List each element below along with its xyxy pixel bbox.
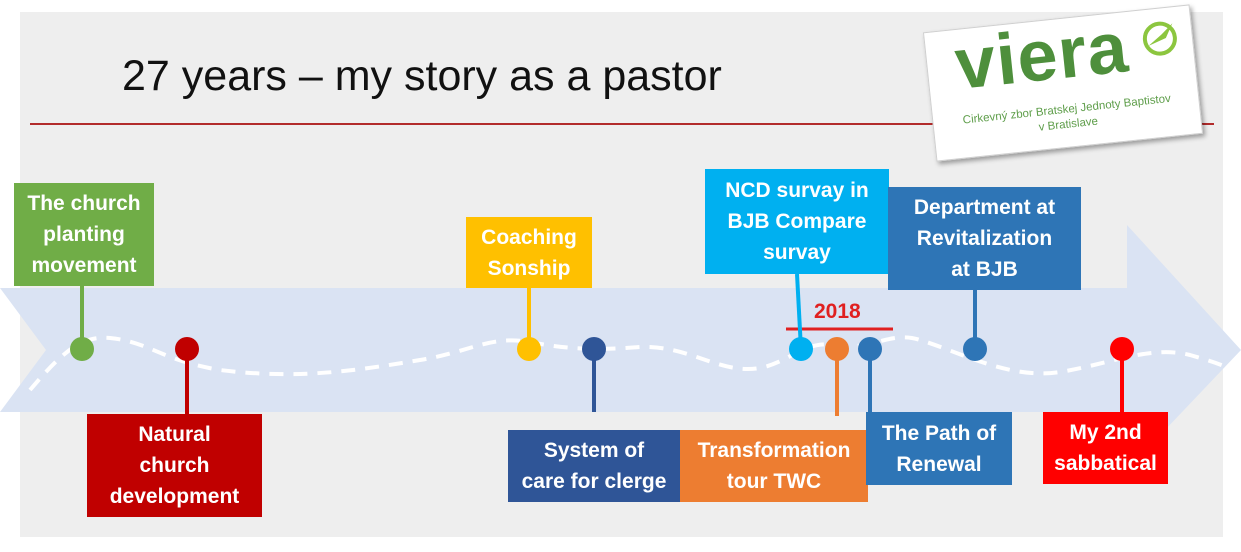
milestone-box-the-church-planting-movement: The church planting movement [14, 183, 154, 286]
dove-icon [1142, 21, 1177, 56]
milestone-dot-natural-church-development [175, 337, 199, 361]
milestone-dot-ncd-survay-in-bjb-compare-surv [789, 337, 813, 361]
milestone-box-my-2nd-sabbatical: My 2nd sabbatical [1043, 412, 1168, 484]
milestone-dot-system-of-care-for-clerge [582, 337, 606, 361]
milestone-box-transformation-tour-twc: Transformation tour TWC [680, 430, 868, 502]
milestone-dot-transformation-tour-twc [825, 337, 849, 361]
timeline-arrow [0, 225, 1241, 470]
milestone-box-system-of-care-for-clerge: System of care for clerge [508, 430, 680, 502]
milestone-box-the-path-of-renewal: The Path of Renewal [866, 412, 1012, 485]
milestone-box-department-at-revitalization-a: Department at Revitalization at BJB [888, 187, 1081, 290]
viera-logo: viera Cirkevný zbor Bratskej Jednoty Bap… [922, 4, 1204, 162]
milestone-box-coaching-sonship: Coaching Sonship [466, 217, 592, 288]
title-divider [30, 123, 1214, 125]
milestone-box-natural-church-development: Natural church development [87, 414, 262, 517]
milestone-dot-the-path-of-renewal [858, 337, 882, 361]
milestone-dot-my-2nd-sabbatical [1110, 337, 1134, 361]
year-2018-label: 2018 [814, 300, 861, 323]
connector-ncd-survay-in-bjb-compare-surv [795, 273, 803, 350]
milestone-dot-department-at-revitalization-a [963, 337, 987, 361]
milestone-dot-the-church-planting-movement [70, 337, 94, 361]
page-title: 27 years – my story as a pastor [122, 52, 722, 100]
milestone-dot-coaching-sonship [517, 337, 541, 361]
dashed-path [28, 335, 1239, 392]
milestone-box-ncd-survay-in-bjb-compare-surv: NCD survay in BJB Compare survay [705, 169, 889, 274]
